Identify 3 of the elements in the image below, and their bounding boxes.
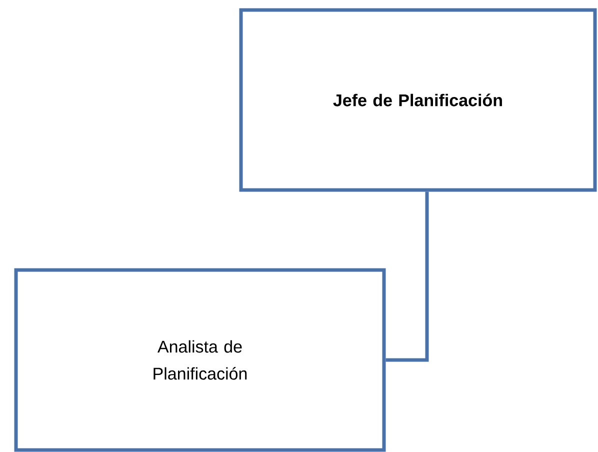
connector-line: [386, 192, 429, 362]
org-box: Analista de Planificación: [14, 268, 386, 452]
org-box: Jefe de Planificación: [239, 8, 597, 192]
